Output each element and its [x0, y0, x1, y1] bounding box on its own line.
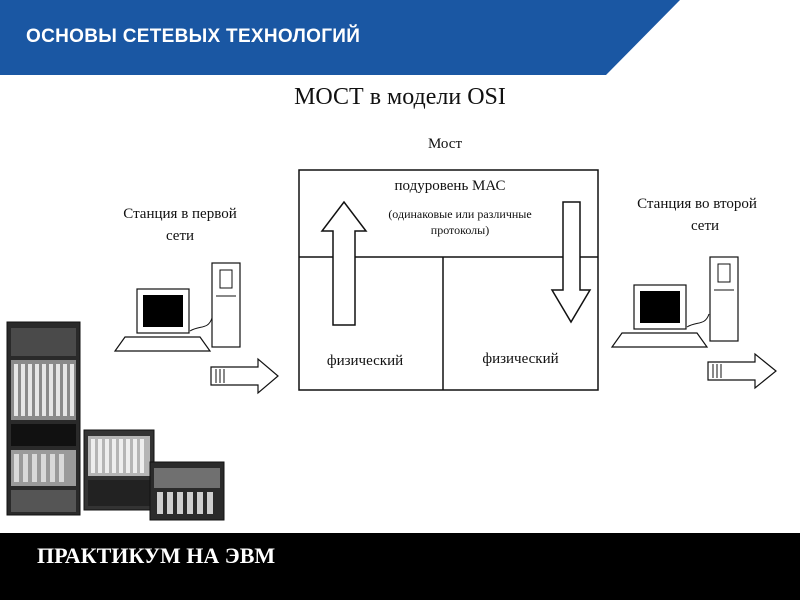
- protocols-note-line1: (одинаковые или различные: [388, 207, 532, 221]
- header-title: ОСНОВЫ СЕТЕВЫХ ТЕХНОЛОГИЙ: [26, 26, 361, 47]
- mac-sublayer-label: подуровень МАС: [394, 178, 506, 194]
- up-arrow: [320, 200, 368, 326]
- protocols-note-line2: протоколы): [430, 223, 490, 237]
- header-band: [0, 0, 680, 75]
- right-flow-arrow: [707, 352, 777, 390]
- left-computer-icon: [113, 262, 241, 352]
- right-computer-icon: [610, 256, 739, 348]
- footer-bar: [0, 533, 800, 600]
- slide-title: МОСТ в модели OSI: [294, 84, 506, 110]
- station-left-line1: Станция в первой: [123, 206, 237, 222]
- left-flow-arrow: [210, 357, 279, 395]
- station-right-line1: Станция во второй: [637, 196, 757, 212]
- physical-left-label: физический: [326, 353, 404, 369]
- physical-right-label: физический: [482, 351, 559, 367]
- station-right-line2: сети: [690, 218, 720, 234]
- footer-title: ПРАКТИКУМ НА ЭВМ: [37, 543, 276, 568]
- network-equipment-image: [6, 321, 225, 521]
- station-left-line2: сети: [165, 228, 195, 244]
- bridge-label: Мост: [427, 136, 463, 152]
- down-arrow: [550, 201, 592, 324]
